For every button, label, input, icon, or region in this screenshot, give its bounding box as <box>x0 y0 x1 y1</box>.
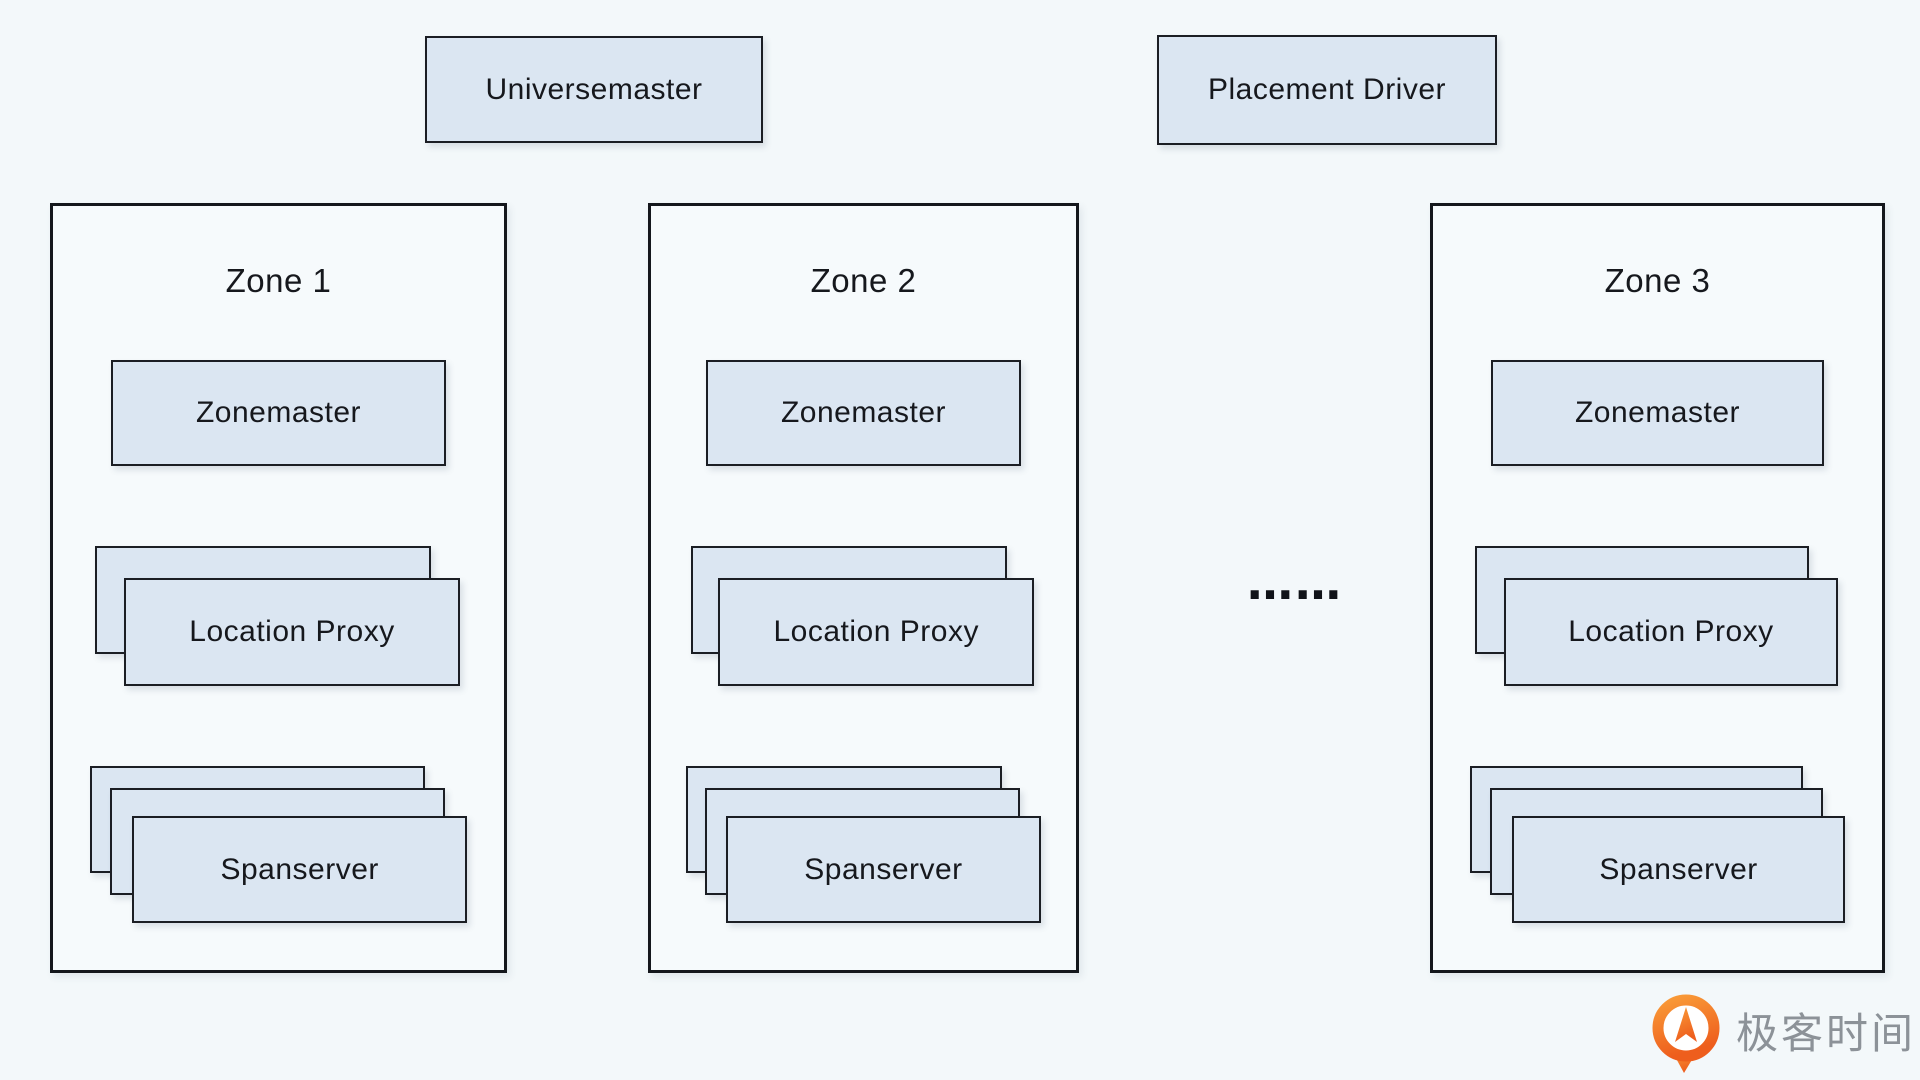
geektime-logo-icon <box>1652 994 1720 1073</box>
zone-1-zonemaster-node: Zonemaster <box>111 360 446 466</box>
zone-3-spanserver-node: Spanserver <box>1512 816 1846 923</box>
spanserver-label: Spanserver <box>1599 852 1758 886</box>
location-proxy-label: Location Proxy <box>773 615 979 648</box>
zone-3-location-proxy-node: Location Proxy <box>1503 578 1838 686</box>
universemaster-label: Universemaster <box>485 72 703 106</box>
geektime-logo-text: 极客时间 <box>1736 1010 1917 1057</box>
zone-1-container: Zone 1 Zonemaster Location Proxy Spanser… <box>50 203 507 973</box>
zone-2-location-proxy-node: Location Proxy <box>718 578 1035 686</box>
zone-3-title: Zone 3 <box>1604 262 1711 299</box>
spanserver-label: Spanserver <box>804 852 963 886</box>
geektime-watermark: 极客时间 <box>1650 994 1916 1074</box>
zone-1-title: Zone 1 <box>225 262 332 299</box>
zonemaster-label: Zonemaster <box>1574 396 1741 429</box>
zone-1-location-proxy-node: Location Proxy <box>124 578 460 686</box>
location-proxy-label: Location Proxy <box>189 615 395 648</box>
zone-2-title: Zone 2 <box>810 262 917 299</box>
zone-2-container: Zone 2 Zonemaster Location Proxy Spanser… <box>648 203 1079 973</box>
zonemaster-label: Zonemaster <box>195 396 362 429</box>
zone-2-zonemaster-node: Zonemaster <box>705 360 1022 466</box>
zone-2-spanserver-node: Spanserver <box>725 816 1042 923</box>
more-zones-ellipsis: …… <box>1247 556 1343 610</box>
zone-3-zonemaster-node: Zonemaster <box>1490 360 1825 466</box>
location-proxy-label: Location Proxy <box>1568 615 1774 648</box>
zone-3-container: Zone 3 Zonemaster Location Proxy Spanser… <box>1430 203 1885 973</box>
placement-driver-node: Placement Driver <box>1157 35 1497 145</box>
zone-1-spanserver-node: Spanserver <box>132 816 468 923</box>
zonemaster-label: Zonemaster <box>780 396 947 429</box>
spanserver-label: Spanserver <box>220 852 379 886</box>
placement-driver-label: Placement Driver <box>1207 73 1447 106</box>
universemaster-node: Universemaster <box>425 36 763 143</box>
